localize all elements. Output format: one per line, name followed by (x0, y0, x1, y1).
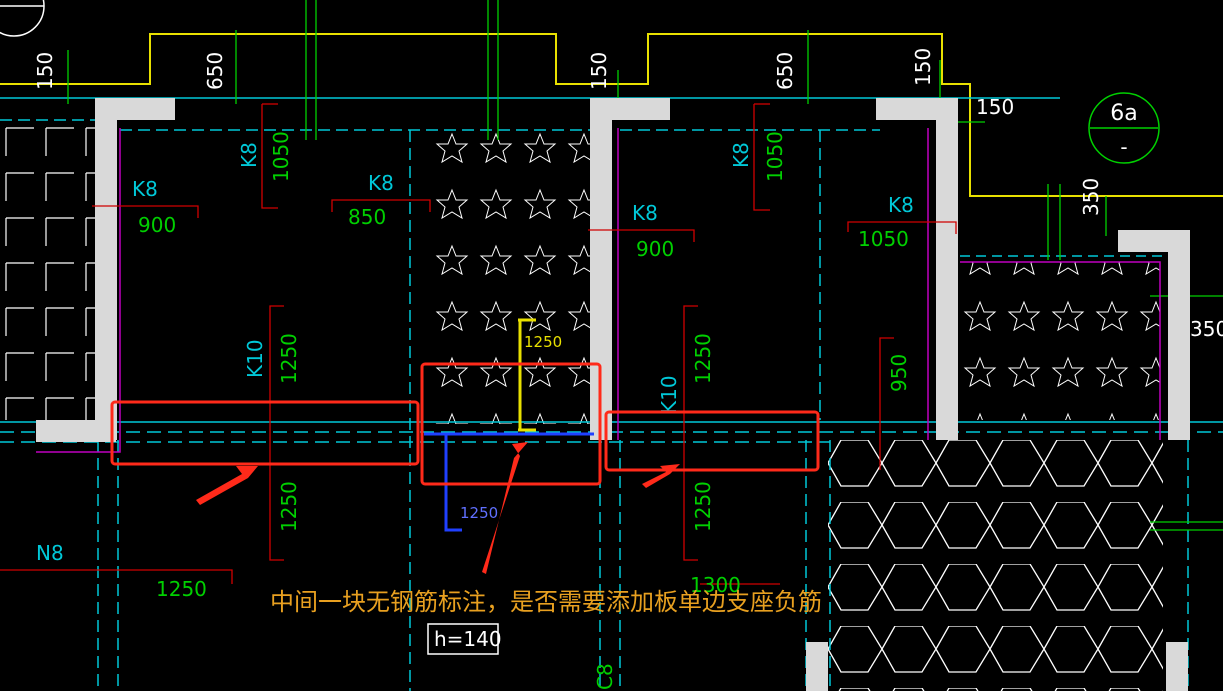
rebar-label-k8-f: K8 (888, 193, 914, 217)
highlight-box-middle (420, 362, 602, 486)
top-dim-6: 150 (976, 95, 1014, 119)
grid-axis-bubble-partial (0, 0, 45, 37)
magenta-slab-edges (36, 128, 1161, 453)
rebar-length-k10-b-lower: 1250 (691, 481, 715, 532)
highlight-boxes (110, 362, 820, 486)
yellow-dim-label: 1250 (524, 333, 562, 351)
rebar-length-k8-b: 1050 (269, 131, 293, 182)
bottom-partial-length: 1300 (690, 573, 741, 597)
rebar-label-k10-b: K10 (657, 375, 681, 414)
dim-350-a: 350 (1079, 178, 1103, 216)
blue-dim-label: 1250 (460, 504, 498, 522)
top-dim-4: 650 (773, 52, 797, 90)
top-dim-3: 150 (587, 52, 611, 90)
rebar-label-k8-b: K8 (237, 142, 261, 168)
dim-350-b: 350 (1190, 317, 1223, 341)
yellow-outline (0, 33, 1223, 197)
rebar-length-k10-a-lower: 1250 (277, 481, 301, 532)
rebar-length-k10-a: 1250 (277, 333, 301, 384)
star-hatch-area-right (958, 262, 1160, 420)
rebar-length-k8-e: 1050 (763, 131, 787, 182)
bottom-c8-label: C8 (593, 663, 617, 690)
rebar-length-950: 950 (887, 354, 911, 392)
rebar-label-k8-d: K8 (632, 201, 658, 225)
rebar-label-k8-c: K8 (368, 171, 394, 195)
walls (36, 98, 1190, 691)
highlight-box-right (604, 410, 820, 472)
blue-dimension-line (424, 432, 594, 532)
star-hatch-area-left (430, 128, 590, 424)
callout-arrows (196, 442, 680, 574)
rebar-length-k10-b: 1250 (691, 333, 715, 384)
grid-axis-bubble-6a: 6a - (1088, 92, 1160, 164)
hexagon-hatch-area (828, 440, 1163, 691)
top-dim-1: 150 (33, 52, 57, 90)
annotation-text: 中间一块无钢筋标注，是否需要添加板单边支座负筋 (270, 588, 822, 616)
rebar-length-n8: 1250 (156, 577, 207, 601)
grid-axis-label: 6a (1110, 101, 1137, 126)
rebar-label-n8: N8 (36, 541, 64, 565)
red-rebar-lines (0, 103, 957, 585)
arrow-right (642, 464, 680, 488)
slab-thickness-box (427, 623, 499, 655)
rebar-label-k8-e: K8 (729, 142, 753, 168)
rebar-length-k8-f: 1050 (858, 227, 909, 251)
top-dim-2: 650 (203, 52, 227, 90)
arrow-left (196, 466, 258, 505)
grid-axis-dash: - (1120, 135, 1127, 159)
highlight-box-left (110, 400, 420, 466)
rebar-length-k8-a: 900 (138, 213, 176, 237)
slab-thickness-label: h=140 (434, 627, 502, 651)
top-dimension-labels: 150 650 150 650 150 150 (33, 48, 1014, 119)
rebar-label-k8-a: K8 (132, 177, 158, 201)
top-dim-5: 150 (911, 48, 935, 86)
arrow-middle (482, 442, 528, 574)
rebar-length-k8-d: 900 (636, 237, 674, 261)
yellow-dimension-line (518, 318, 536, 432)
rebar-length-k8-c: 850 (348, 205, 386, 229)
square-hatch-area (0, 120, 95, 420)
rebar-label-k10-a: K10 (243, 339, 267, 378)
